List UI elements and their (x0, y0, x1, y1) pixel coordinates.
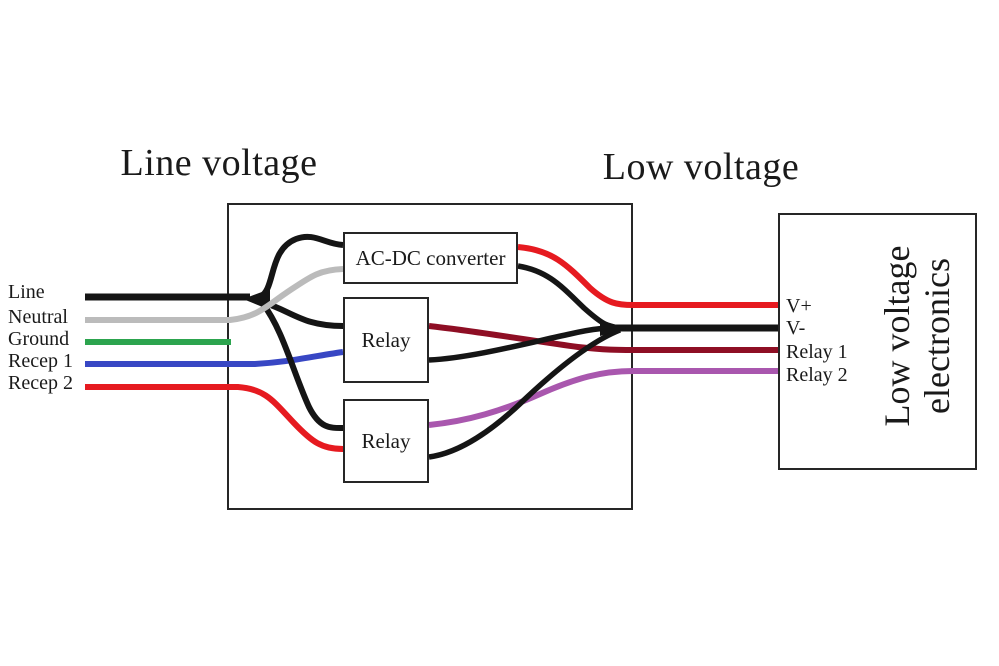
low-voltage-electronics-line2: electronics (917, 258, 957, 414)
low-voltage-title: Low voltage (602, 146, 800, 188)
line-voltage-enclosure-box (227, 203, 633, 510)
acdc-converter-label: AC-DC converter (355, 245, 506, 270)
relay1-signal-wire (428, 323, 778, 353)
relay-top-label: Relay (361, 327, 411, 352)
v-plus-wire (517, 244, 778, 308)
line-junction-arrow (243, 289, 270, 310)
line-branch-to-acdc-wire (258, 233, 344, 300)
line-voltage-title: Line voltage (120, 142, 318, 184)
pin-label-recep1: Recep 1 (8, 350, 73, 372)
relay2-return-wire (428, 327, 622, 460)
pin-label-relay1: Relay 1 (786, 341, 848, 363)
pin-label-v-minus: V- (786, 317, 806, 339)
low-voltage-electronics-box (778, 213, 977, 470)
pin-label-v-plus: V+ (786, 295, 812, 317)
neutral-wire (85, 266, 344, 323)
line-branch-to-relay2-wire (260, 302, 344, 432)
relay-top-module: Relay (343, 297, 429, 383)
low-voltage-electronics-line1: Low voltage (877, 245, 917, 427)
relay-bottom-label: Relay (361, 428, 411, 453)
pin-label-recep2: Recep 2 (8, 372, 73, 394)
v-minus-merge-arrow (600, 320, 627, 336)
recep1-wire (85, 349, 344, 367)
pin-label-ground: Ground (8, 328, 70, 350)
relay2-signal-wire (428, 368, 778, 428)
low-voltage-electronics-label: Low voltage electronics (877, 176, 957, 496)
pin-label-line: Line (8, 281, 45, 303)
recep2-wire (85, 384, 344, 452)
acdc-converter-module: AC-DC converter (343, 232, 518, 284)
pin-label-neutral: Neutral (8, 306, 68, 328)
relay-bottom-module: Relay (343, 399, 429, 483)
pin-label-relay2: Relay 2 (786, 364, 848, 386)
